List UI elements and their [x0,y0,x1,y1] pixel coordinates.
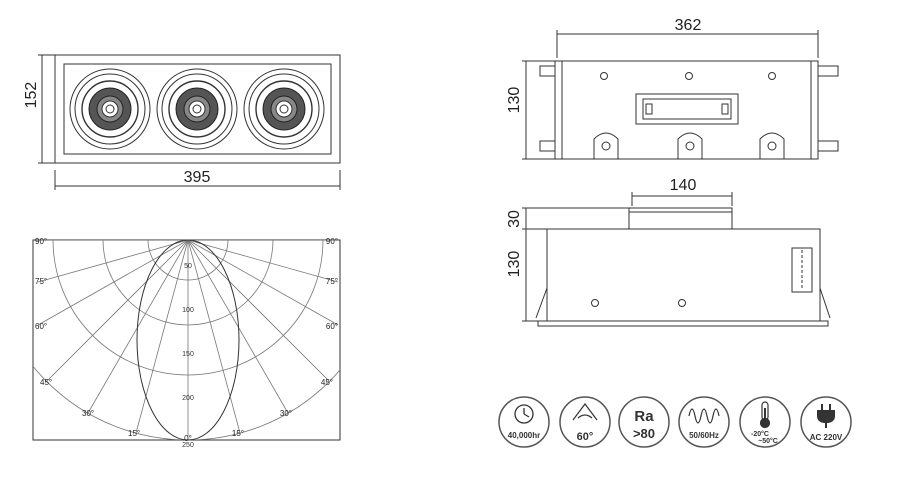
angle-label: 90° [35,237,47,246]
angle-label: 75° [35,277,47,286]
angle-label: 30° [82,409,94,418]
feature-badges: 40,000hr 60° Ra >80 50/60Hz [498,396,852,448]
angle-label: 0° [184,434,192,443]
cri-badge: Ra >80 [618,396,670,448]
lifetime-badge: 40,000hr [498,396,550,448]
frequency-text: 50/60Hz [689,431,719,440]
side-view [522,192,831,327]
frequency-wave-icon [688,408,720,424]
top-width-label: 362 [675,17,702,34]
beam-angle-icon [572,403,598,421]
angle-label: 45° [40,378,52,387]
side-top-width-label: 140 [670,177,697,194]
front-view [38,54,341,190]
front-width-label: 395 [184,169,211,186]
driver-box [635,93,739,125]
radial-label: 200 [182,395,194,402]
angle-label: 75° [326,277,338,286]
angle-label: 90° [326,237,338,246]
lamp-3 [243,68,325,150]
beam-angle-badge: 60° [559,396,611,448]
voltage-badge: AC 220V [800,396,852,448]
ra-icon: Ra [634,408,654,425]
cri-value: >80 [633,426,655,441]
top-height-label: 130 [506,87,523,114]
angle-label: 30° [280,409,292,418]
polar-angle-labels: 90° 90° 75° 75° 60° 60° 45° 45° 30° 30° … [35,237,338,443]
angle-label: 15° [232,429,244,438]
frequency-badge: 50/60Hz [678,396,730,448]
lifetime-text: 40,000hr [508,431,540,440]
radial-label: 50 [184,263,192,270]
angle-label: 45° [321,378,333,387]
radial-label: 100 [182,307,194,314]
polar-radial-labels: 50 100 150 200 250 [182,263,194,449]
plug-icon [817,404,835,428]
beam-angle-text: 60° [577,431,594,443]
temperature-high: ~50°C [758,437,778,445]
temperature-badge: -20°C ~50°C [739,396,791,448]
radial-label: 150 [182,351,194,358]
angle-label: 60° [35,322,47,331]
polar-diagram: 90° 90° 75° 75° 60° 60° 45° 45° 30° 30° … [32,237,341,449]
front-height-label: 152 [23,82,40,109]
voltage-text: AC 220V [810,433,843,442]
thermometer-icon [759,401,771,429]
temperature-low: -20°C [751,430,769,438]
lamp-2 [156,68,238,150]
side-body-height-label: 130 [506,251,523,278]
angle-label: 15° [128,429,140,438]
side-top-height-label: 30 [506,210,523,228]
intensity-curve [136,239,240,441]
clock-icon [514,404,534,424]
radial-label: 250 [182,442,194,449]
top-view [522,30,839,160]
lamp-1 [69,68,151,150]
angle-label: 60° [326,322,338,331]
